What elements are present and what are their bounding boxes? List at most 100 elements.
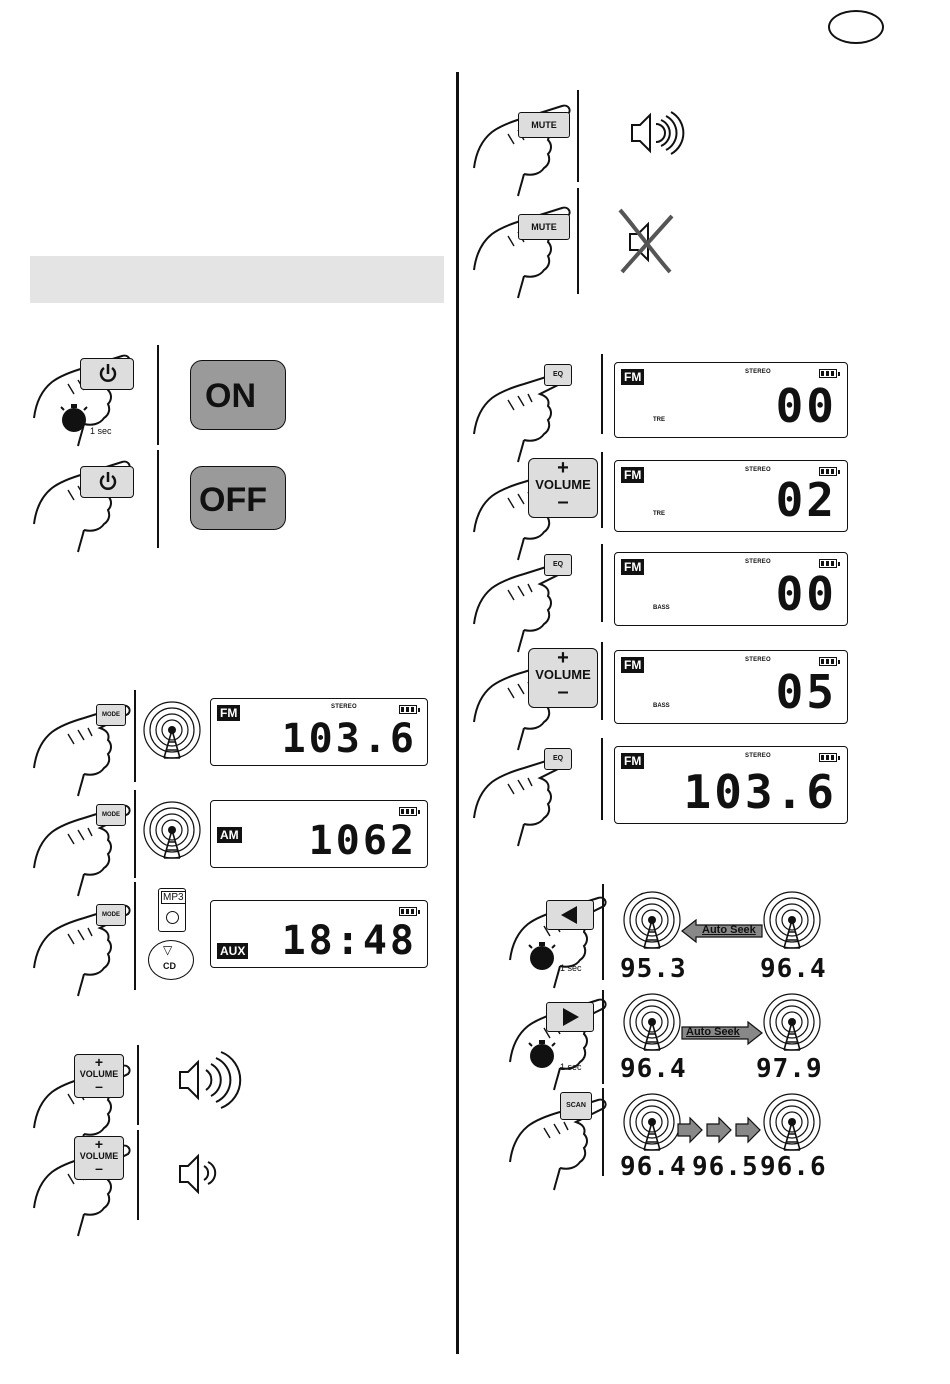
scan-button[interactable]: SCAN (560, 1092, 592, 1120)
auto-seek-label: Auto Seek (686, 1026, 740, 1038)
scan-frequency: 96.6 (760, 1152, 827, 1182)
eq-value-readout: 00 (776, 383, 837, 429)
seek-start-frequency: 96.4 (760, 954, 827, 984)
divider (157, 345, 159, 445)
divider (577, 188, 579, 294)
arrow-left-icon (547, 901, 593, 929)
divider (602, 990, 604, 1084)
divider (602, 884, 604, 980)
mp3-label: MP3 (161, 891, 186, 904)
source-badge: AUX (217, 943, 248, 959)
volume-low-icon (178, 1150, 218, 1200)
volume-button[interactable]: +VOLUME– (528, 458, 598, 518)
stereo-indicator: STEREO (745, 467, 771, 473)
divider (137, 1130, 139, 1220)
volume-button[interactable]: +VOLUME– (528, 648, 598, 708)
radio-tower-icon (622, 890, 682, 954)
radio-tower-icon (622, 992, 682, 1056)
divider (157, 450, 159, 548)
band-badge: FM (621, 369, 644, 385)
battery-icon (819, 753, 837, 762)
divider (601, 354, 603, 434)
speaker-on-icon (630, 108, 686, 158)
power-button[interactable] (80, 466, 134, 498)
on-label: ON (205, 377, 256, 416)
lcd-display-aux: AUX 18:48 (210, 900, 428, 968)
seek-down-button[interactable] (546, 900, 594, 930)
band-badge: FM (621, 657, 644, 673)
eq-button[interactable]: EQ (544, 364, 572, 386)
radio-image: ON (190, 360, 286, 430)
divider (601, 544, 603, 622)
divider (602, 1088, 604, 1176)
scan-arrows-icon (676, 1116, 766, 1144)
volume-button[interactable]: + VOLUME – (74, 1054, 124, 1098)
eq-band-label: BASS (653, 605, 670, 611)
divider (134, 882, 136, 990)
hold-time-label: 1 sec (90, 426, 112, 436)
power-button[interactable] (80, 358, 134, 390)
frequency-readout: 1062 (309, 821, 417, 861)
eq-button[interactable]: EQ (544, 748, 572, 770)
section-heading-bar (30, 256, 444, 303)
lcd-display-fm: FM STEREO 103.6 (210, 698, 428, 766)
mute-button[interactable]: MUTE (518, 112, 570, 138)
lcd-display-eq: FM STEREO 00BASS (614, 552, 848, 626)
eq-band-label: TRE (653, 511, 665, 517)
clock-readout: 18:48 (282, 921, 417, 961)
radio-tower-icon (142, 700, 202, 764)
language-badge (828, 10, 884, 44)
stereo-indicator: STEREO (745, 559, 771, 565)
column-divider (456, 72, 459, 1354)
mp3-player-icon: MP3 (158, 888, 186, 932)
off-label: OFF (199, 481, 267, 520)
cd-icon: ▽ CD (148, 940, 194, 980)
battery-icon (819, 369, 837, 378)
stereo-indicator: STEREO (745, 753, 771, 759)
eq-value-readout: 00 (776, 571, 837, 617)
stereo-indicator: STEREO (745, 657, 771, 663)
divider (601, 452, 603, 528)
arrow-right-icon (547, 1003, 593, 1031)
seek-target-frequency: 95.3 (620, 954, 687, 984)
eq-value-readout: 02 (776, 477, 837, 523)
mode-button[interactable]: MODE (96, 704, 126, 726)
radio-tower-icon (762, 1092, 822, 1156)
eq-button[interactable]: EQ (544, 554, 572, 576)
power-icon (81, 467, 133, 497)
band-badge: FM (621, 467, 644, 483)
scan-frequency: 96.5 (692, 1152, 759, 1182)
timer-icon (528, 942, 558, 974)
divider (134, 790, 136, 878)
hold-time-label: 1 sec (560, 1062, 582, 1072)
lcd-display-am: AM 1062 (210, 800, 428, 868)
eq-value-readout: 05 (776, 669, 837, 715)
scan-frequency: 96.4 (620, 1152, 687, 1182)
battery-icon (399, 705, 417, 714)
seek-up-button[interactable] (546, 1002, 594, 1032)
radio-tower-icon (762, 992, 822, 1056)
timer-icon (60, 404, 90, 436)
band-badge: FM (621, 753, 644, 769)
eq-band-label: TRE (653, 417, 665, 423)
mode-button[interactable]: MODE (96, 804, 126, 826)
speaker-muted-icon (614, 206, 680, 278)
seek-target-frequency: 97.9 (756, 1054, 823, 1084)
mute-button[interactable]: MUTE (518, 214, 570, 240)
battery-icon (399, 907, 417, 916)
divider (601, 738, 603, 820)
volume-loud-icon (178, 1048, 244, 1114)
radio-image: OFF (190, 466, 286, 530)
frequency-readout: 103.6 (282, 719, 417, 759)
divider (134, 690, 136, 782)
divider (601, 642, 603, 720)
band-badge: AM (217, 827, 242, 843)
radio-tower-icon (142, 800, 202, 864)
volume-button[interactable]: + VOLUME – (74, 1136, 124, 1180)
mode-button[interactable]: MODE (96, 904, 126, 926)
band-badge: FM (621, 559, 644, 575)
